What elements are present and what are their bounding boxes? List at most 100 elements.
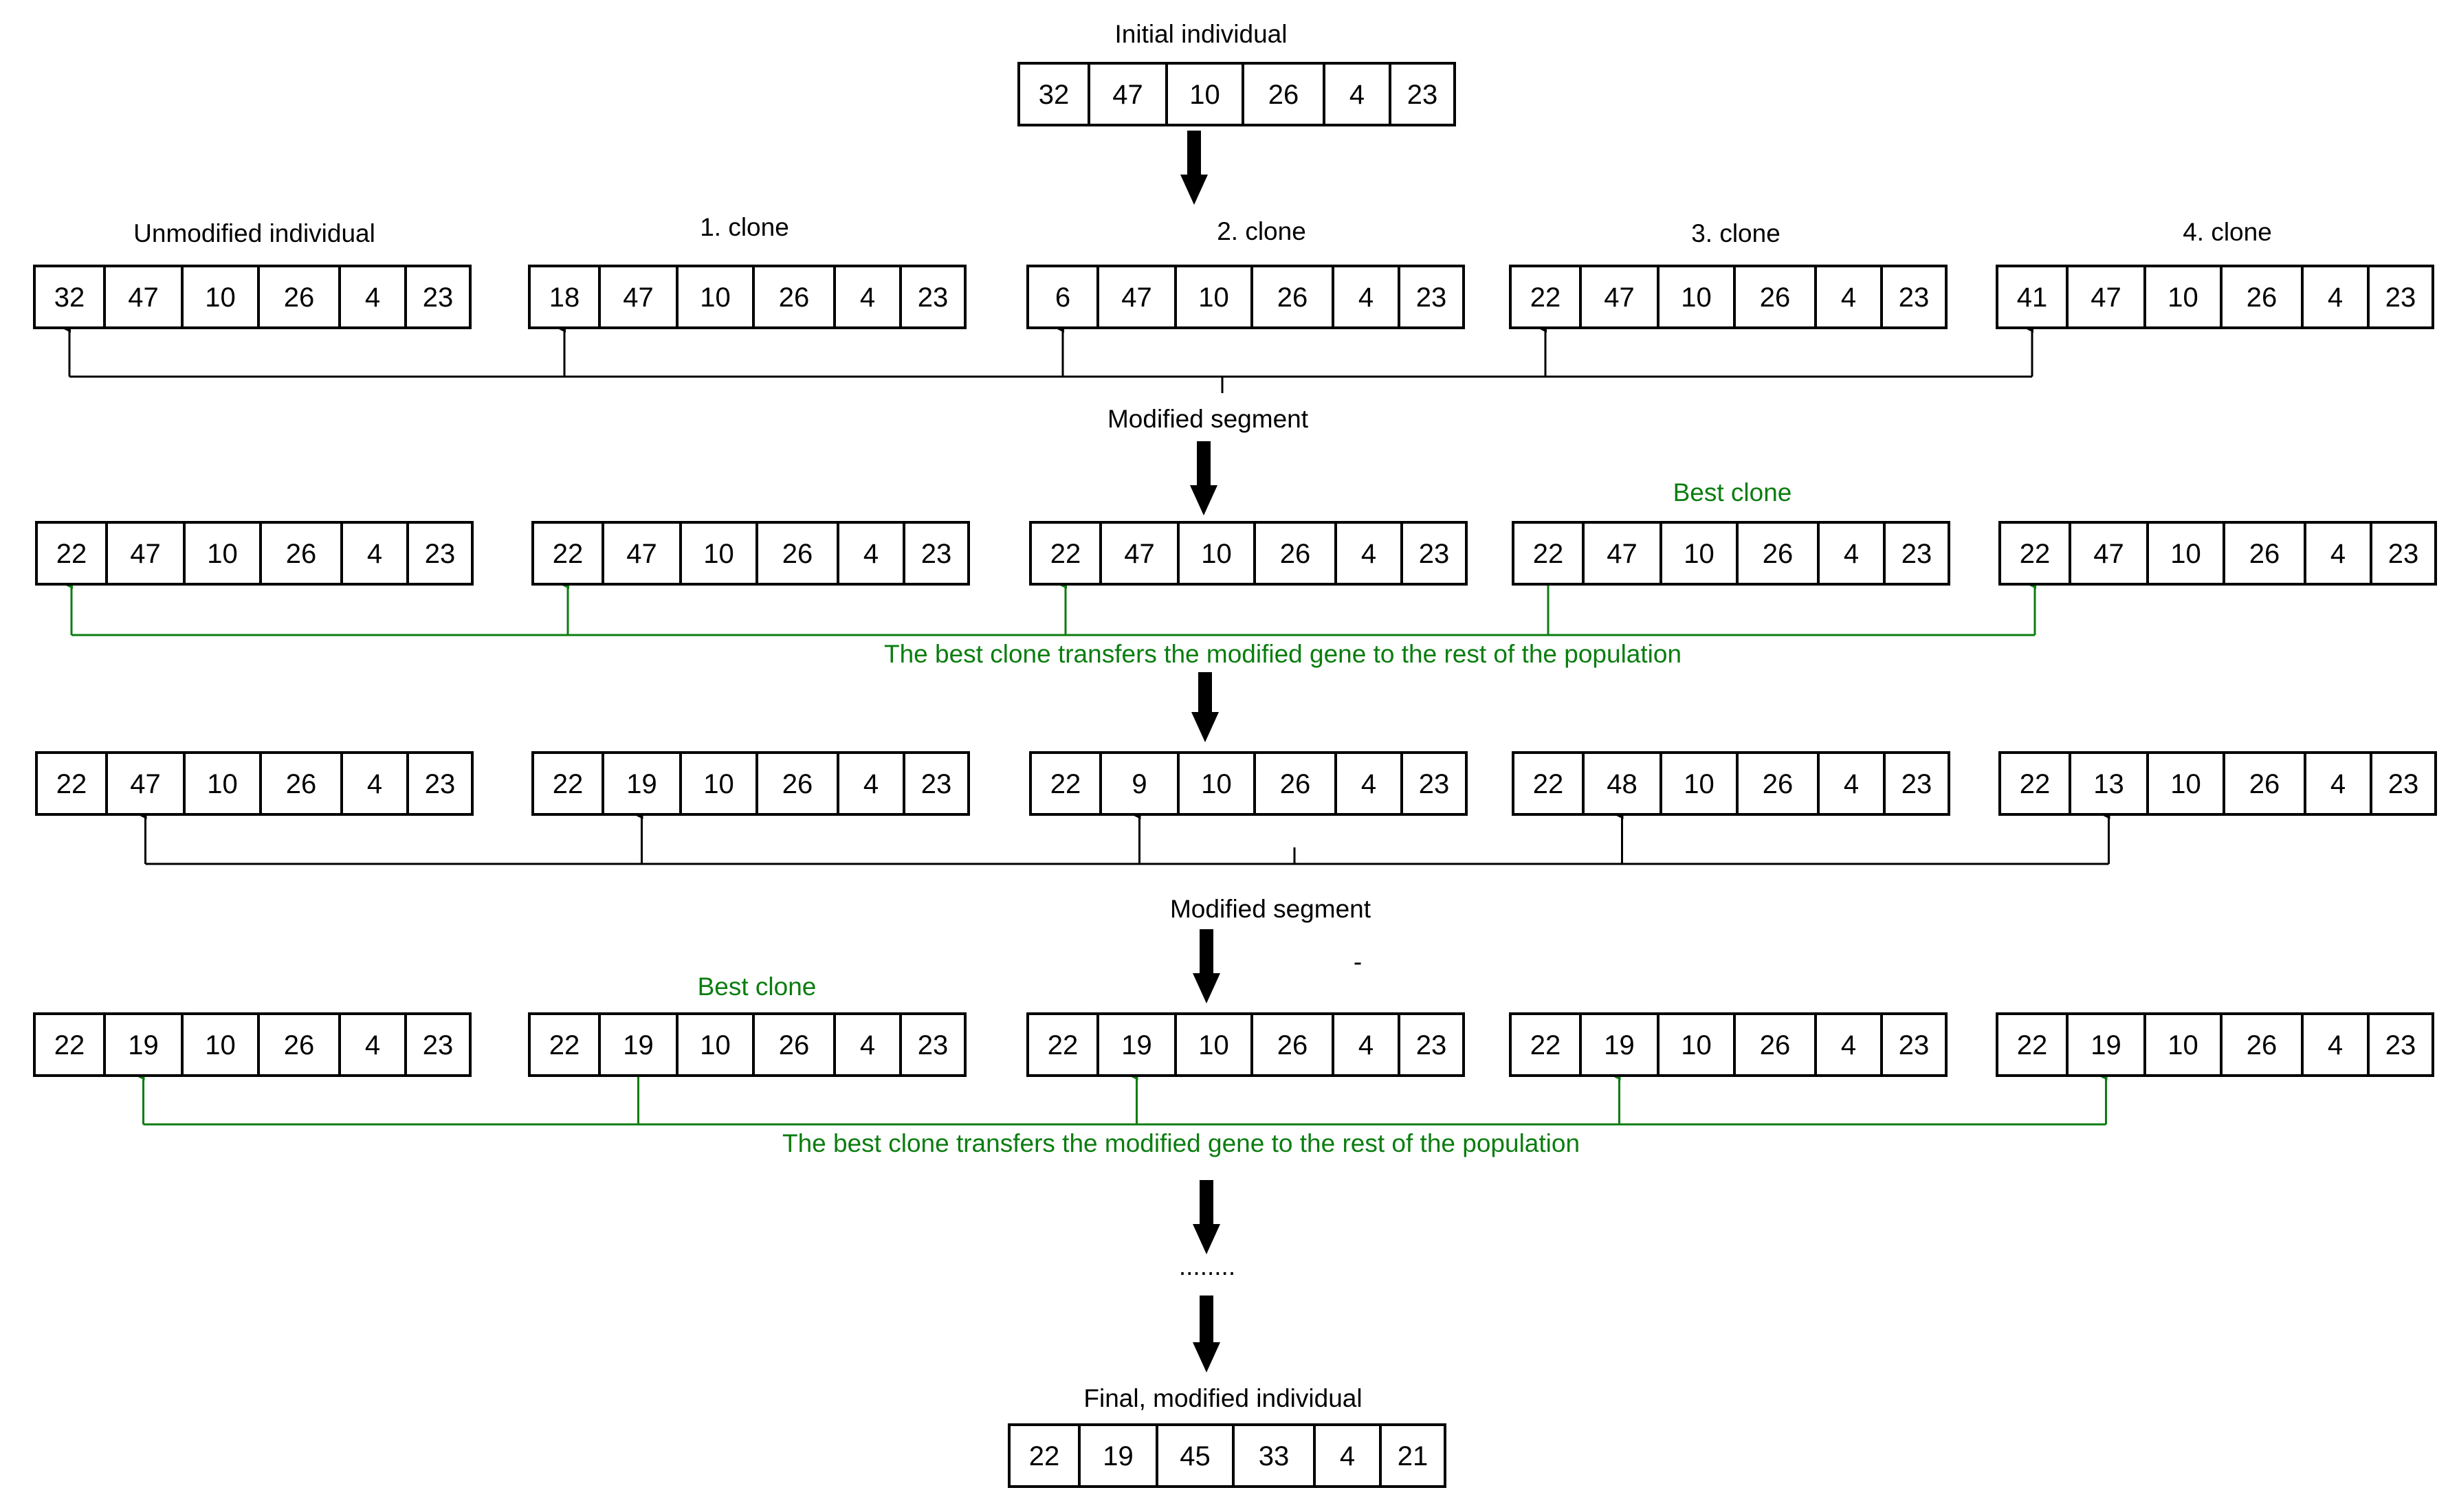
gene-cell [404, 265, 472, 329]
gene-value: 26 [1277, 282, 1308, 313]
gene-value: 47 [1124, 539, 1155, 569]
gene-value: 4 [2330, 539, 2346, 569]
gene-cell [1400, 751, 1468, 816]
gene-cell [1814, 265, 1883, 329]
gene-value: 23 [423, 1030, 454, 1060]
gene-value: 26 [284, 282, 315, 313]
gene-value: 23 [918, 1030, 949, 1060]
gene-value: 47 [1112, 80, 1143, 110]
gene-cell [752, 1012, 836, 1077]
gene-value: 4 [860, 282, 875, 313]
gene-value: 10 [207, 539, 238, 569]
gene-cell [1389, 62, 1456, 126]
gene-value: 10 [1684, 539, 1714, 569]
gene-value: 19 [1604, 1030, 1635, 1060]
gene-cell [1814, 1012, 1883, 1077]
gene-value: 22 [1533, 539, 1564, 569]
gene-value: 10 [2168, 1030, 2198, 1060]
gene-value: 4 [2330, 769, 2346, 799]
gene-value: 23 [423, 282, 454, 313]
gene-cell [181, 265, 260, 329]
gene-value: 23 [1899, 282, 1930, 313]
label-ellipsis: ........ [1179, 1252, 1235, 1280]
gene-value: 23 [921, 769, 952, 799]
gene-value: 10 [1198, 1030, 1229, 1060]
gene-cell [2146, 751, 2225, 816]
gene-value: 23 [2388, 539, 2419, 569]
gene-value: 23 [1901, 769, 1932, 799]
gene-cell [1379, 1423, 1446, 1488]
gene-cell [2304, 751, 2372, 816]
gene-value: 47 [1604, 282, 1635, 313]
gene-value: 26 [2249, 769, 2280, 799]
gene-cell [1579, 265, 1659, 329]
gene-cell [103, 265, 184, 329]
gene-value: 4 [365, 1030, 380, 1060]
gene-value: 22 [56, 769, 87, 799]
gene-cell [837, 751, 905, 816]
gene-cell [602, 521, 682, 586]
gene-cell [1177, 751, 1256, 816]
gene-value: 4 [365, 282, 380, 313]
gene-cell [1078, 1423, 1158, 1488]
gene-cell [1096, 1012, 1177, 1077]
gene-cell [1998, 751, 2071, 816]
gene-value: 26 [2247, 282, 2278, 313]
gene-value: 13 [2093, 769, 2124, 799]
gene-cell [1099, 751, 1180, 816]
gene-value: 6 [1055, 282, 1070, 313]
gene-cell [406, 521, 474, 586]
label-dash: - [1354, 948, 1362, 976]
gene-value: 19 [1121, 1030, 1152, 1060]
label-initial-individual: Initial individual [1115, 20, 1288, 48]
gene-cell [2069, 751, 2149, 816]
gene-value: 4 [1361, 539, 1376, 569]
gene-cell [181, 1012, 260, 1077]
gene-value: 10 [1201, 539, 1232, 569]
gene-cell [2069, 521, 2149, 586]
gene-cell [1313, 1423, 1382, 1488]
gene-value: 19 [128, 1030, 159, 1060]
gene-cell [903, 521, 970, 586]
gene-value: 26 [1268, 80, 1299, 110]
gene-value: 26 [1763, 769, 1794, 799]
gene-value: 22 [1533, 769, 1564, 799]
gene-value: 26 [1280, 769, 1311, 799]
gene-value: 23 [425, 539, 456, 569]
gene-value: 26 [1280, 539, 1311, 569]
gene-value: 10 [205, 282, 236, 313]
gene-value: 4 [2328, 1030, 2343, 1060]
gene-value: 4 [1844, 539, 1859, 569]
gene-cell [1733, 265, 1817, 329]
gene-cell [1398, 265, 1465, 329]
gene-cell [1659, 521, 1739, 586]
gene-value: 18 [549, 282, 580, 313]
label-final-individual: Final, modified individual [1083, 1384, 1362, 1412]
gene-cell [1883, 751, 1950, 816]
flow-arrow-2 [1190, 441, 1217, 515]
gene-cell [1880, 1012, 1948, 1077]
gene-value: 4 [863, 769, 879, 799]
gene-cell [679, 751, 758, 816]
gene-cell [257, 1012, 341, 1077]
gene-value: 4 [863, 539, 879, 569]
gene-value: 22 [56, 539, 87, 569]
gene-cell [2304, 521, 2372, 586]
gene-cell [2370, 751, 2437, 816]
gene-value: 45 [1180, 1441, 1211, 1471]
gene-cell [1657, 1012, 1736, 1077]
gene-cell [1582, 751, 1662, 816]
gene-cell [1509, 1012, 1582, 1077]
gene-cell [531, 751, 604, 816]
gene-cell [756, 751, 839, 816]
gene-value: 22 [2017, 1030, 2048, 1060]
